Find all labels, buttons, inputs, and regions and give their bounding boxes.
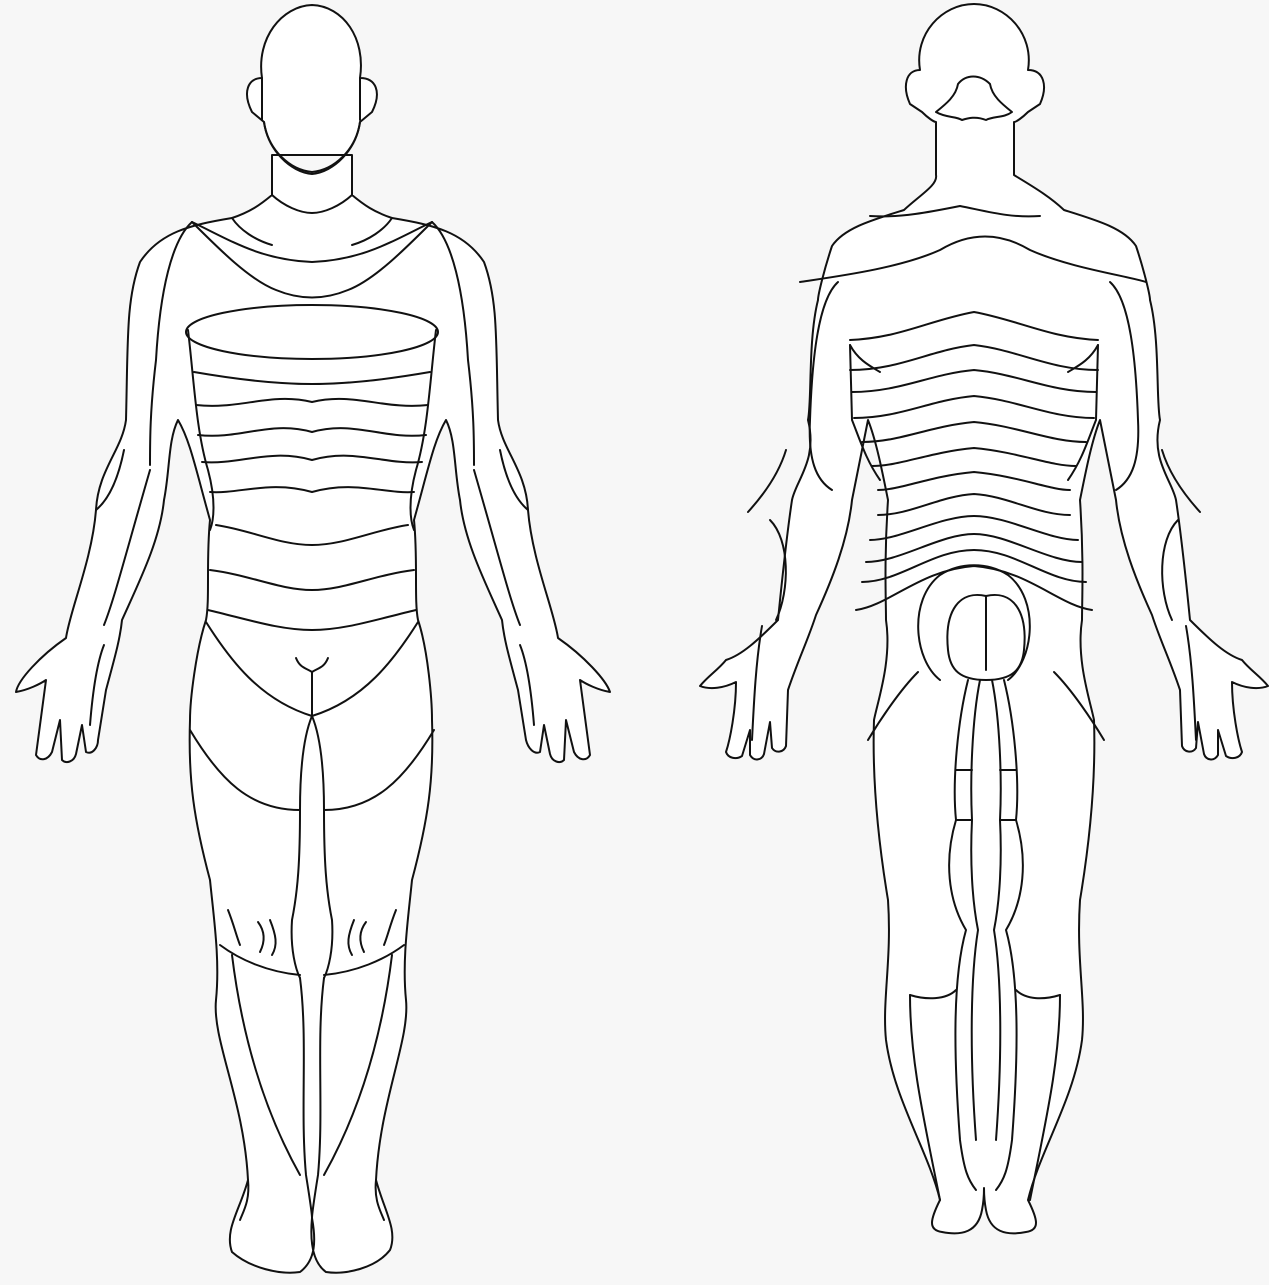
posterior-band-1 bbox=[849, 311, 1099, 341]
posterior-sacrum-outer bbox=[917, 564, 1031, 681]
posterior-upper-arm-right bbox=[1109, 281, 1140, 491]
anterior-forearm-right bbox=[499, 449, 529, 511]
anterior-jaw-line bbox=[263, 121, 361, 175]
posterior-inner-leg-left bbox=[948, 679, 977, 1191]
anterior-thigh-band-left bbox=[189, 729, 301, 811]
anterior-kneecap-right-2 bbox=[359, 921, 367, 953]
posterior-strip-right bbox=[991, 679, 1002, 1141]
anterior-thigh-band-right bbox=[323, 729, 435, 811]
anterior-shin-left bbox=[231, 954, 301, 1176]
posterior-band-6 bbox=[871, 447, 1077, 467]
anterior-band-6 bbox=[215, 524, 409, 546]
posterior-neck-base bbox=[935, 75, 1013, 121]
posterior-inner-leg-right bbox=[995, 679, 1024, 1191]
anterior-knee-right bbox=[323, 944, 405, 976]
posterior-shoulder-band bbox=[869, 205, 1041, 218]
anterior-inner-thigh-left bbox=[290, 715, 313, 979]
anterior-inner-thigh-right bbox=[311, 715, 334, 979]
posterior-band-2 bbox=[849, 344, 1099, 371]
posterior-hip-right bbox=[1053, 671, 1105, 741]
posterior-upper-arm-left bbox=[808, 281, 839, 491]
posterior-calf-left bbox=[909, 989, 957, 1000]
anterior-chest-ellipse bbox=[185, 304, 439, 360]
anterior-band-2 bbox=[195, 397, 429, 407]
posterior-elbow-right bbox=[1161, 449, 1201, 513]
posterior-elbow-left bbox=[747, 449, 787, 513]
anterior-trapezius-left bbox=[231, 217, 273, 246]
posterior-lat-right bbox=[1067, 344, 1099, 373]
posterior-band-10 bbox=[865, 533, 1083, 563]
anterior-ankle-left bbox=[239, 1179, 250, 1221]
anterior-band-4 bbox=[201, 454, 423, 464]
anterior-band-5 bbox=[209, 486, 415, 494]
anterior-neck bbox=[271, 194, 353, 214]
posterior-gluteal-right bbox=[985, 593, 1026, 681]
anterior-palm-right bbox=[519, 644, 535, 726]
anterior-band-7 bbox=[209, 569, 415, 591]
posterior-band-7 bbox=[877, 471, 1071, 491]
posterior-strip-left bbox=[970, 679, 981, 1141]
anterior-forearm-right-2 bbox=[473, 469, 521, 626]
posterior-band-5 bbox=[861, 421, 1087, 443]
posterior-band-9 bbox=[869, 515, 1079, 541]
anterior-band-1 bbox=[193, 371, 431, 385]
anterior-ankle-right bbox=[374, 1179, 385, 1221]
anterior-deltoid-right bbox=[431, 221, 475, 466]
anterior-shin-right bbox=[323, 954, 393, 1176]
posterior-forearm-left bbox=[769, 519, 787, 621]
anterior-kneecap-right-3 bbox=[347, 919, 355, 956]
posterior-calf-right bbox=[1015, 989, 1061, 1000]
anterior-kneecap-right-1 bbox=[383, 909, 397, 946]
posterior-hand-left bbox=[751, 625, 763, 741]
posterior-band-4 bbox=[853, 395, 1095, 419]
anterior-torso-right bbox=[409, 329, 437, 531]
posterior-band-3 bbox=[851, 369, 1097, 393]
anterior-forearm-left-2 bbox=[103, 469, 151, 626]
posterior-band-8 bbox=[877, 493, 1071, 516]
anterior-figure bbox=[15, 4, 611, 1274]
posterior-hip-left bbox=[867, 671, 919, 741]
posterior-scapula-right bbox=[1067, 344, 1099, 481]
anterior-knee-left bbox=[219, 944, 301, 976]
anterior-collar bbox=[191, 221, 433, 263]
posterior-lat-left bbox=[849, 344, 881, 373]
posterior-hand-right bbox=[1185, 625, 1197, 741]
anterior-torso-left bbox=[187, 329, 215, 531]
anterior-deltoid-left bbox=[149, 221, 193, 466]
anterior-palm-left bbox=[89, 644, 105, 726]
anterior-kneecap-left-3 bbox=[269, 919, 277, 956]
posterior-band-11 bbox=[861, 549, 1087, 583]
anterior-band-8 bbox=[207, 609, 417, 631]
anterior-silhouette bbox=[15, 4, 611, 1274]
anterior-kneecap-left-2 bbox=[257, 921, 265, 953]
anterior-band-3 bbox=[197, 427, 427, 437]
posterior-shin-left bbox=[909, 994, 941, 1201]
posterior-figure bbox=[699, 3, 1269, 1235]
posterior-scapula-left bbox=[849, 344, 881, 481]
posterior-forearm-right bbox=[1161, 519, 1179, 621]
posterior-shin-right bbox=[1029, 994, 1061, 1201]
anterior-forearm-left bbox=[95, 449, 125, 511]
posterior-gluteal-left bbox=[946, 593, 987, 681]
anterior-inner-shin-left bbox=[299, 977, 313, 1219]
posterior-silhouette bbox=[699, 3, 1269, 1235]
anterior-kneecap-left-1 bbox=[227, 909, 241, 946]
anterior-trapezius-right bbox=[351, 217, 393, 246]
anterior-inner-shin-right bbox=[311, 977, 325, 1219]
anterior-clavicle bbox=[191, 221, 433, 299]
posterior-shoulder-band-2 bbox=[799, 235, 1147, 283]
